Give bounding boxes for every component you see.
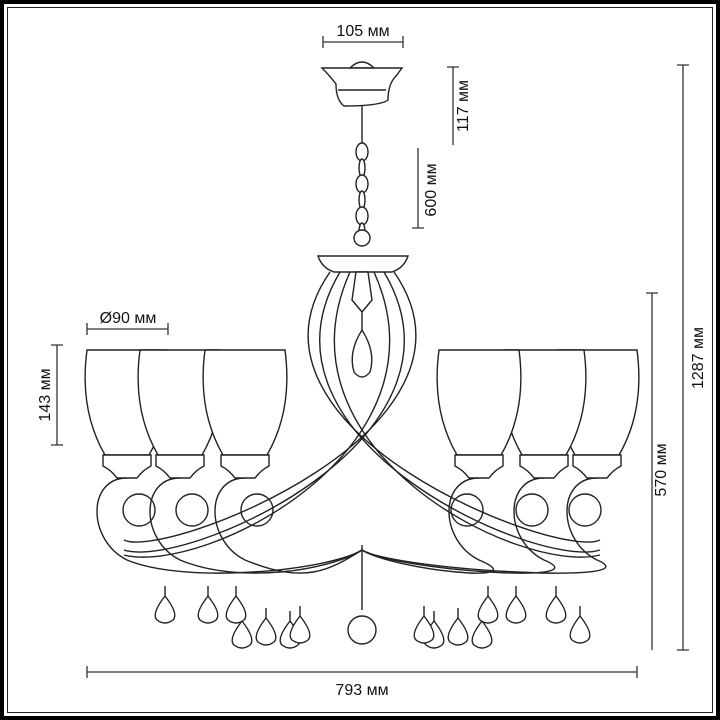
scroll-curl	[175, 493, 209, 527]
dimension-canopy-height: 117 мм	[447, 66, 472, 145]
shade-holder	[220, 454, 270, 479]
arm-curl	[96, 477, 363, 574]
arm	[123, 271, 405, 553]
canopy-height-label: 117 мм	[455, 80, 472, 132]
hanging-crystal	[471, 619, 493, 649]
shade-holder	[155, 454, 205, 479]
inner-border	[7, 7, 713, 713]
bottom-crystal-ball	[347, 615, 377, 645]
arm-curl	[361, 477, 556, 574]
shade-holder	[519, 454, 569, 479]
hanging-crystal	[225, 594, 247, 624]
arm	[123, 271, 417, 543]
hanging-crystal	[154, 594, 176, 624]
arm-curl	[214, 477, 363, 574]
hanging-crystal	[545, 594, 567, 624]
arm-curl	[361, 477, 494, 574]
arm	[123, 271, 391, 558]
chandelier-drawing: 105 мм 117 мм 600 мм 1287 мм 570 мм 143 …	[37, 23, 707, 699]
hanging-crystal	[231, 619, 253, 649]
shade-holder	[102, 454, 152, 479]
dimension-shade-height: 143 мм	[37, 344, 63, 446]
dimension-total-width: 793 мм	[86, 666, 638, 699]
hanging-crystal	[569, 614, 591, 644]
center-stem	[351, 271, 373, 314]
chain-ring	[353, 229, 371, 247]
shade-holder	[454, 454, 504, 479]
arm	[333, 271, 601, 558]
scroll-curl	[515, 493, 549, 527]
total-height-label: 1287 мм	[690, 327, 707, 389]
scroll-curl	[122, 493, 156, 527]
shade-diameter-label: Ø90 мм	[100, 310, 157, 327]
body-height-label: 570 мм	[653, 443, 670, 496]
dimension-body-height: 570 мм	[646, 292, 670, 650]
canopy-hook	[348, 61, 376, 69]
chandelier-illustration	[84, 61, 640, 649]
hanging-crystal	[255, 616, 277, 646]
dimension-canopy-width: 105 мм	[322, 23, 404, 48]
glass-shade	[436, 349, 522, 456]
hanging-crystal	[447, 616, 469, 646]
hanging-crystal	[413, 614, 435, 644]
scroll-curl	[450, 493, 484, 527]
shade-holder	[572, 454, 622, 479]
hanging-crystal	[505, 594, 527, 624]
chain-length-label: 600 мм	[423, 163, 440, 216]
arm-curl	[149, 477, 363, 574]
glass-shade	[202, 349, 288, 456]
total-width-label: 793 мм	[335, 682, 388, 699]
dimension-total-height: 1287 мм	[677, 64, 707, 651]
scroll-curl	[568, 493, 602, 527]
scroll-curl	[240, 493, 274, 527]
dimension-shade-diameter: Ø90 мм	[86, 310, 169, 335]
arm	[307, 271, 601, 543]
arm	[319, 271, 601, 553]
dimension-chain-length: 600 мм	[412, 148, 440, 229]
center-plate	[317, 255, 409, 273]
canopy	[320, 67, 404, 107]
hanging-crystal	[477, 594, 499, 624]
center-crystal	[351, 328, 373, 378]
canopy-width-label: 105 мм	[336, 23, 389, 40]
hanging-crystal	[197, 594, 219, 624]
arm-curl	[361, 477, 607, 574]
shade-height-label: 143 мм	[37, 368, 54, 421]
hanging-crystal	[289, 614, 311, 644]
